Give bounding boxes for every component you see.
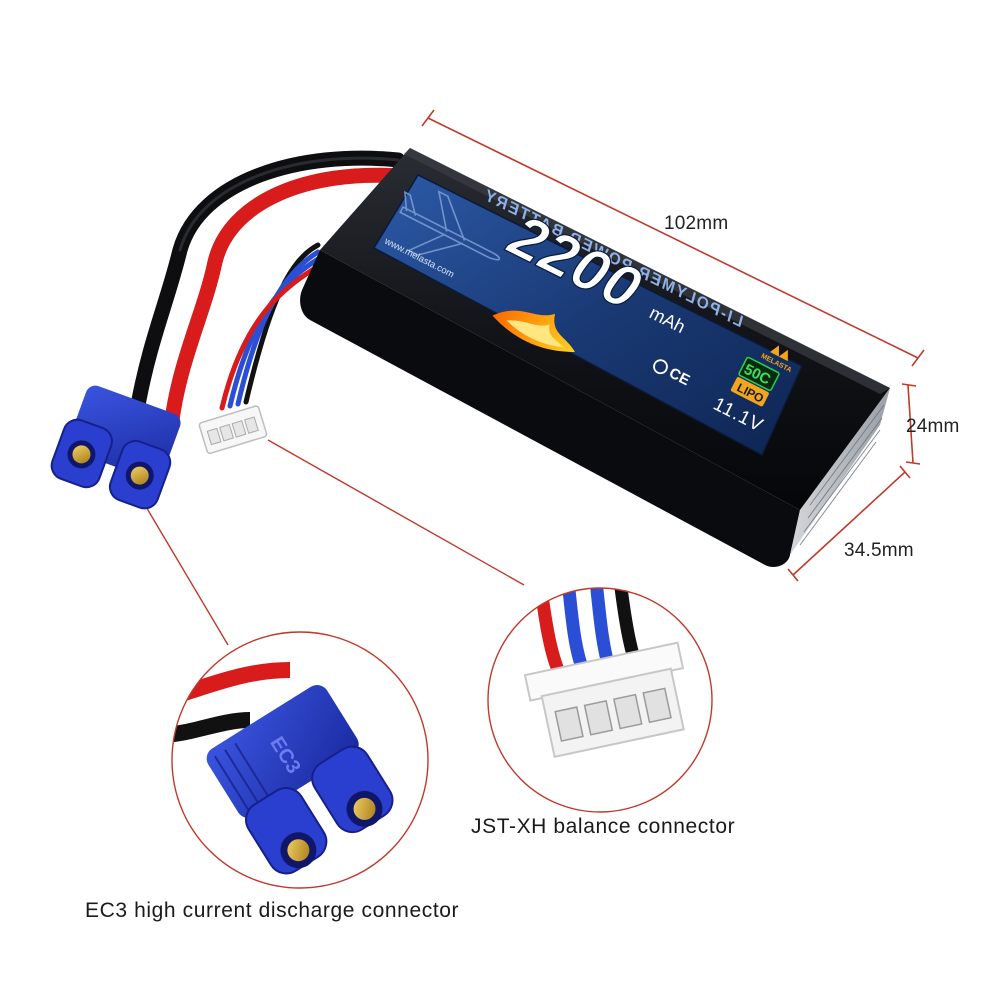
dimension-lines — [421, 109, 925, 582]
balance-connector-caption: JST-XH balance connector — [471, 815, 736, 838]
ec3-connector-zoom: EC3 — [171, 631, 429, 889]
battery-pack: LI-POLYMER POWER BATTERY 2200 mAh www.me… — [300, 148, 890, 567]
callout-lines — [141, 439, 525, 646]
recycle-icon — [653, 359, 668, 375]
balance-plug-small — [198, 405, 268, 455]
length-dimension-label: 102mm — [664, 213, 729, 234]
airplane-graphic — [399, 190, 501, 261]
balance-connector-zoom — [487, 587, 713, 813]
ec3-connector-small — [50, 385, 181, 510]
flame-graphic — [492, 310, 575, 352]
brand-logo-icon — [770, 345, 788, 362]
width-dimension-label: 34.5mm — [844, 540, 914, 561]
discharge-rate-badge — [738, 356, 780, 392]
discharge-wires — [130, 150, 406, 428]
balance-wires — [219, 242, 321, 411]
chemistry-badge — [730, 377, 769, 407]
discharge-connector-caption: EC3 high current discharge connector — [85, 899, 460, 922]
height-dimension-label: 24mm — [906, 416, 960, 437]
